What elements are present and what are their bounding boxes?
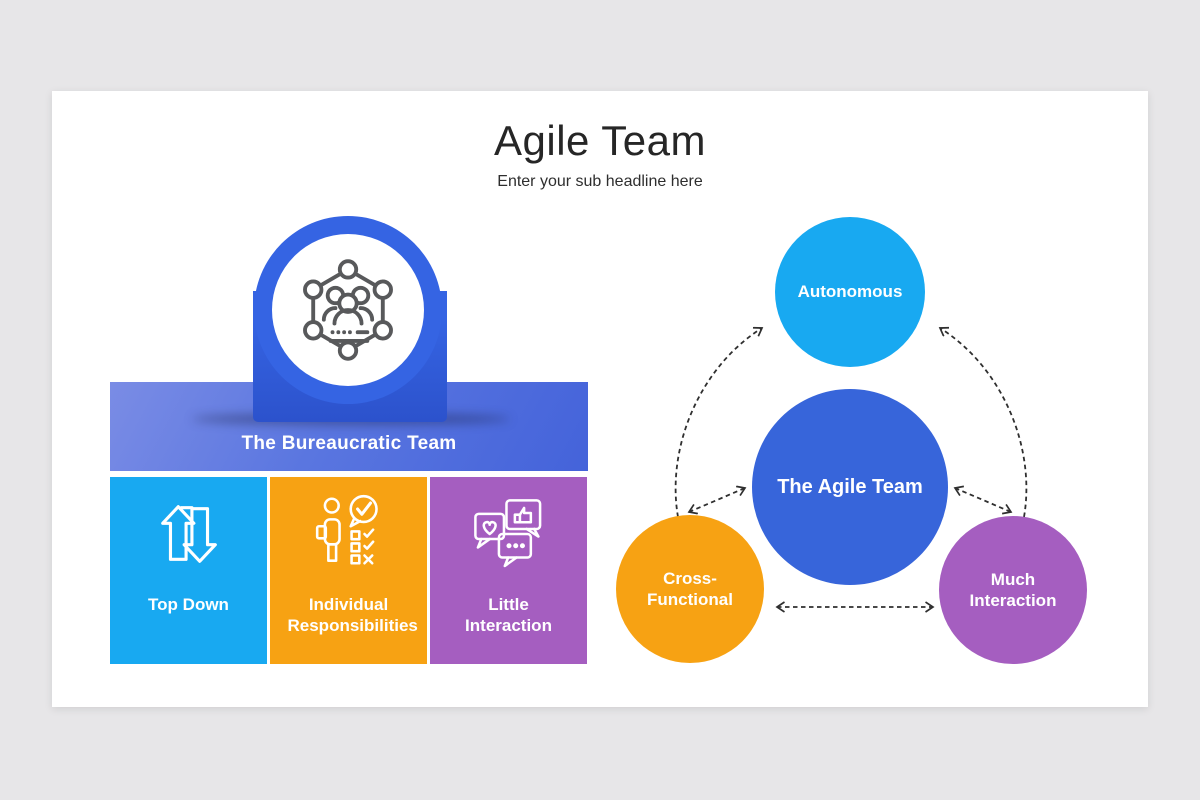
slide-canvas: Agile Team Enter your sub headline here … <box>52 91 1148 707</box>
card-label-wrap: Top Down <box>148 591 229 664</box>
network-team-icon <box>303 259 393 361</box>
card-label: Top Down <box>148 595 229 614</box>
page-title: Agile Team <box>493 117 706 164</box>
card-label-wrap: Individual Responsibilities <box>287 591 418 664</box>
node-much-interaction: Much Interaction <box>939 516 1087 664</box>
arrow-agile-cross <box>689 488 745 512</box>
swap-vertical-arrows-icon <box>150 477 228 591</box>
connection-arrows <box>674 91 1028 707</box>
card-label: Little Interaction <box>465 595 552 635</box>
node-agile-team: The Agile Team <box>752 389 948 585</box>
page-subtitle: Enter your sub headline here <box>497 173 703 190</box>
section-divider <box>598 219 600 671</box>
attribute-card-individual-responsibilities: Individual Responsibilities <box>270 477 427 664</box>
chat-bubbles-icon <box>467 477 551 591</box>
arc-cross-to-autonomous <box>674 328 762 518</box>
attribute-card-little-interaction: Little Interaction <box>430 477 587 664</box>
bureaucratic-header-label: The Bureaucratic Team <box>241 433 457 454</box>
arc-much-to-autonomous <box>940 328 1028 518</box>
node-label: Autonomous <box>797 282 903 302</box>
node-autonomous: Autonomous <box>775 217 925 367</box>
card-label-wrap: Little Interaction <box>448 591 570 664</box>
arrow-agile-much <box>955 488 1011 512</box>
attribute-card-top-down: Top Down <box>110 477 267 664</box>
node-cross-functional: Cross-Functional <box>616 515 764 663</box>
node-label: The Agile Team <box>777 475 923 498</box>
node-label: Much Interaction <box>969 569 1057 610</box>
pin-badge-inner <box>272 234 424 386</box>
person-checklist-icon <box>306 477 392 591</box>
node-label: Cross-Functional <box>647 568 733 609</box>
pin-badge <box>254 216 442 404</box>
card-label: Individual Responsibilities <box>287 595 418 635</box>
